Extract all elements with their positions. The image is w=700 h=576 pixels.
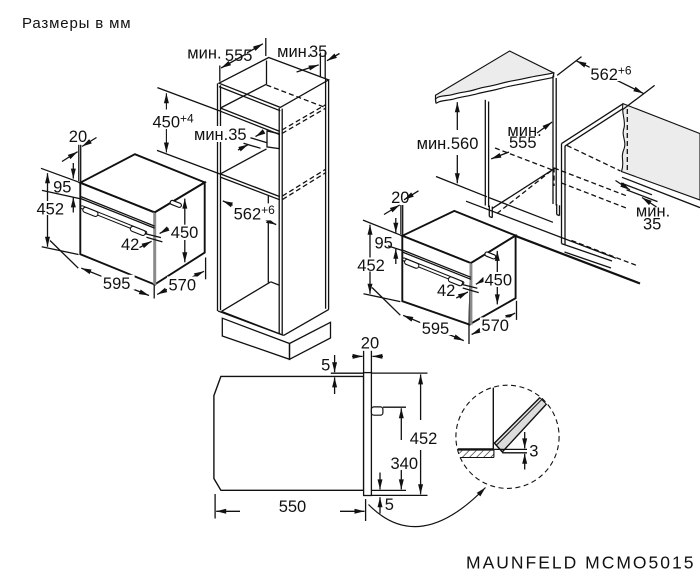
svg-text:мин.: мин. [507,122,541,140]
svg-text:95: 95 [375,235,393,253]
svg-text:35: 35 [309,43,327,61]
svg-text:20: 20 [391,189,409,207]
svg-text:450: 450 [485,271,513,289]
svg-text:95: 95 [53,179,71,197]
svg-text:452: 452 [410,430,438,448]
svg-text:555: 555 [509,134,537,152]
svg-text:595: 595 [103,275,131,293]
svg-text:570: 570 [169,276,197,294]
svg-text:42: 42 [121,236,139,254]
svg-text:340: 340 [391,455,419,473]
svg-text:570: 570 [481,317,509,335]
svg-text:452: 452 [357,257,385,275]
svg-text:595: 595 [422,320,450,338]
svg-text:42: 42 [437,282,455,300]
svg-text:мин.560: мин.560 [417,135,479,153]
svg-text:Размеры в мм: Размеры в мм [22,15,131,32]
svg-text:452: 452 [37,200,65,218]
svg-text:555: 555 [225,47,253,65]
svg-text:20: 20 [69,128,87,146]
svg-text:20: 20 [361,335,379,353]
svg-text:MAUNFELD MCMO5015: MAUNFELD MCMO5015 [466,553,695,573]
svg-text:35: 35 [643,216,661,234]
svg-text:мин.: мин. [636,203,670,221]
svg-text:5: 5 [321,357,330,375]
svg-text:мин.: мин. [277,43,311,61]
svg-text:3: 3 [529,443,538,461]
svg-text:мин.: мин. [187,45,221,63]
svg-text:мин.35: мин.35 [194,126,247,144]
svg-text:550: 550 [279,498,307,516]
svg-text:450: 450 [171,224,199,242]
svg-text:5: 5 [385,496,394,514]
